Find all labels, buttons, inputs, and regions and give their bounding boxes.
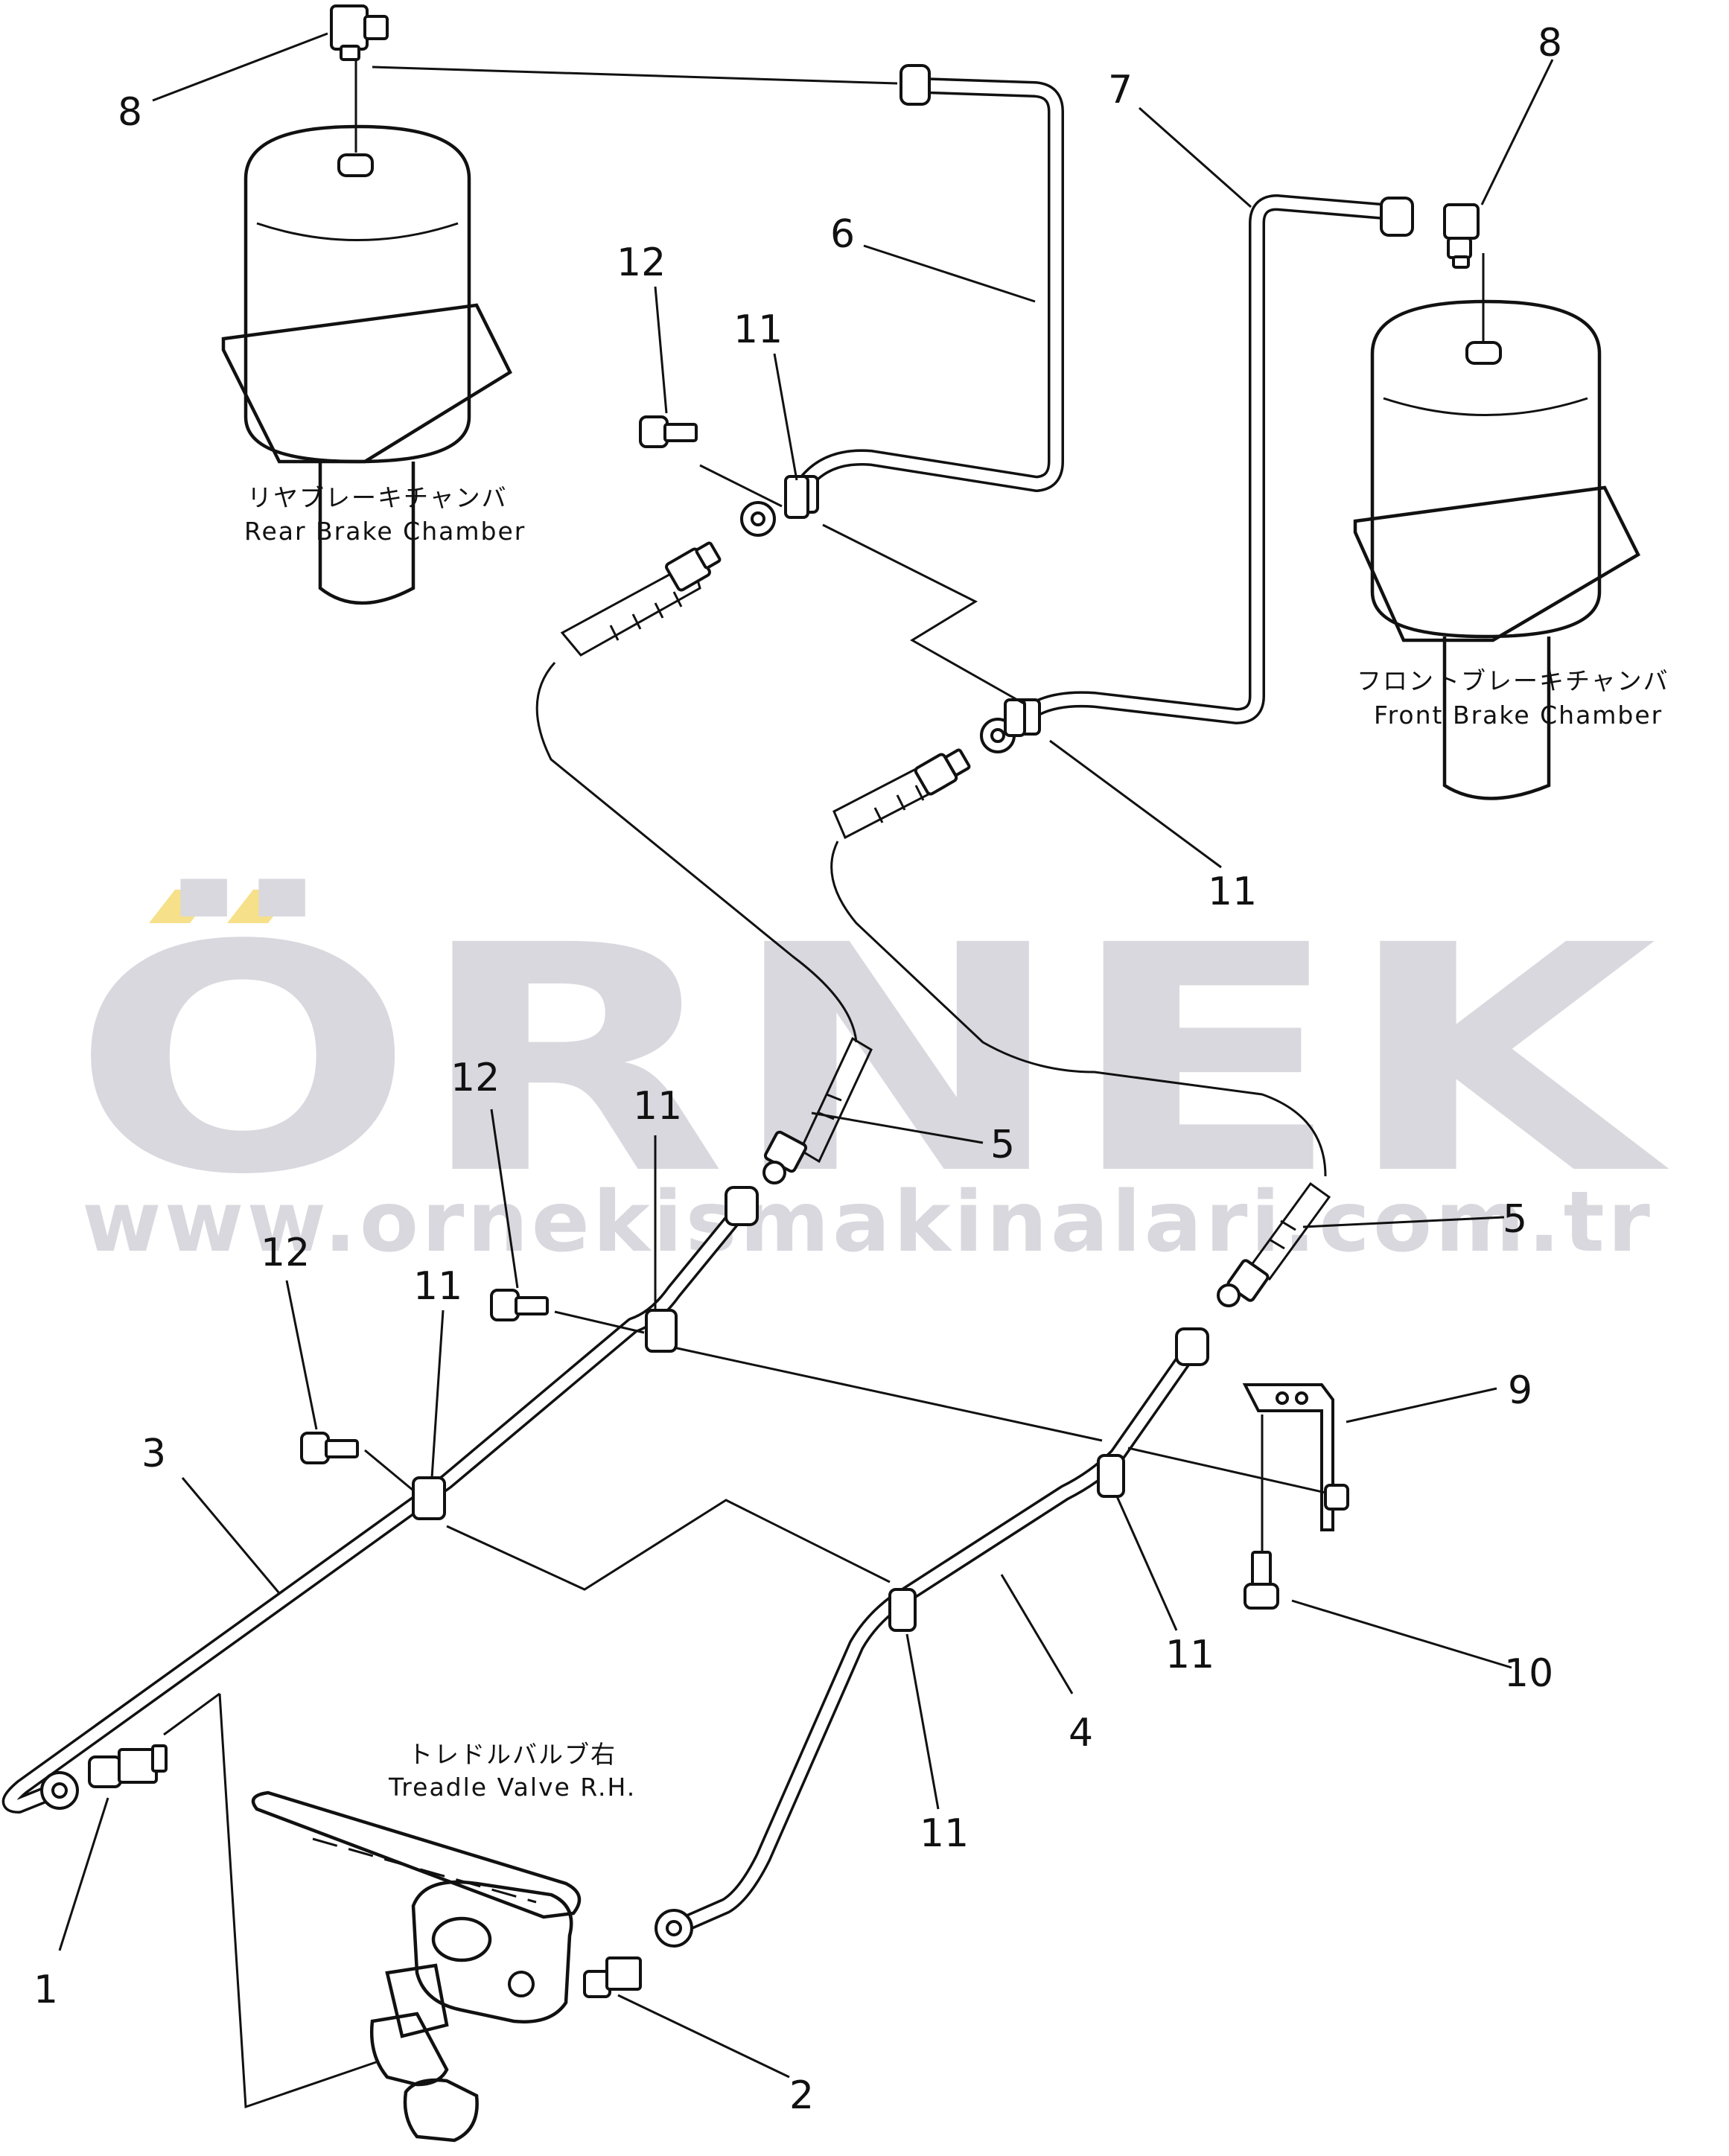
callout-5-left: 5	[990, 1123, 1015, 1167]
callout-12-middle: 12	[450, 1056, 500, 1100]
rear-chamber-seam	[256, 222, 459, 241]
elbow-fitting-front	[1443, 203, 1480, 269]
treadle-valve: トレドルバルブ右 Treadle Valve R.H.	[251, 1740, 636, 2143]
pipe-6-top-nut	[899, 64, 931, 106]
elbow-fitting-rear	[330, 4, 389, 61]
clamp-11-top-left	[784, 475, 809, 519]
callouts: 8 8 7 6 12 11 11 12 11 5 5 12 11 3 9 11 …	[34, 21, 1562, 2118]
callout-11-front: 11	[1208, 870, 1257, 914]
callout-11-top: 11	[733, 307, 783, 352]
rear-chamber-label-jp: リヤブレーキチャンバ	[247, 483, 508, 512]
callout-11-lower: 11	[920, 1811, 969, 1856]
front-chamber-label-jp: フロントブレーキチャンバ	[1357, 666, 1669, 695]
pipe-3-end-nut	[40, 1771, 79, 1810]
hose-5-right	[830, 748, 1331, 1307]
rear-brake-chamber: リヤブレーキチャンバ Rear Brake Chamber	[221, 60, 526, 605]
treadle-pedal	[251, 1790, 582, 1919]
treadle-label-en: Treadle Valve R.H.	[388, 1773, 636, 1802]
callout-11-mid: 11	[633, 1084, 682, 1129]
callout-8-rear: 8	[118, 90, 142, 135]
bracket-9	[1242, 1383, 1349, 1531]
rear-chamber-bracket	[221, 303, 512, 464]
clamp-11-lower	[888, 1588, 917, 1632]
fitting-1	[88, 1744, 168, 1788]
callout-9: 9	[1508, 1368, 1532, 1413]
callout-8-front: 8	[1538, 21, 1562, 66]
bolt-12-middle	[490, 1289, 549, 1321]
front-chamber-port	[1465, 341, 1502, 365]
callout-1: 1	[34, 1968, 58, 2012]
callout-4: 4	[1069, 1711, 1093, 1755]
front-chamber-seam	[1383, 397, 1588, 416]
front-chamber-body	[1370, 299, 1602, 639]
front-chamber-bracket	[1353, 485, 1640, 642]
pipe-7	[1012, 194, 1401, 729]
bolt-12-left	[300, 1432, 359, 1464]
pipe-6	[796, 77, 1064, 492]
watermark: ÖRNEK www.ornekismakinalari.com.tr	[71, 876, 1672, 1271]
pipe-4-top-nut	[1175, 1327, 1209, 1366]
clamp-11-mid	[645, 1309, 678, 1353]
fitting-2	[583, 1956, 642, 1998]
clamp-11-right	[1097, 1454, 1125, 1498]
watermark-accent-right	[227, 890, 294, 923]
callout-3: 3	[141, 1432, 166, 1476]
clamp-11-left	[412, 1476, 446, 1520]
front-brake-chamber: フロントブレーキチャンバ Front Brake Chamber	[1353, 253, 1669, 800]
rear-chamber-port	[337, 153, 374, 177]
mounting-lines	[163, 66, 1326, 2109]
watermark-accent-left	[149, 890, 216, 923]
bolt-12-top	[639, 415, 698, 448]
callout-11-right: 11	[1165, 1633, 1214, 1677]
front-chamber-label-en: Front Brake Chamber	[1374, 701, 1663, 730]
front-chamber-rod	[1442, 637, 1551, 800]
callout-10: 10	[1504, 1651, 1553, 1696]
pipe-7-end-nut	[1380, 197, 1414, 237]
callout-12-top: 12	[617, 240, 666, 285]
pipe-3-top-nut	[725, 1186, 759, 1226]
callout-6: 6	[830, 212, 855, 257]
clamp-11-top-right	[1004, 698, 1026, 737]
hose-5-left	[535, 541, 873, 1184]
callout-2: 2	[789, 2073, 814, 2118]
treadle-ports	[385, 1963, 449, 2038]
bolt-10	[1244, 1551, 1279, 1610]
callout-12-left: 12	[261, 1231, 310, 1275]
pipe-4-end-nut	[655, 1909, 693, 1948]
rear-chamber-rod	[318, 462, 415, 605]
treadle-label-jp: トレドルバルブ右	[408, 1740, 617, 1769]
callout-11-left: 11	[413, 1264, 462, 1309]
treadle-body	[411, 1880, 573, 2023]
rear-chamber-label-en: Rear Brake Chamber	[244, 517, 526, 546]
callout-7: 7	[1108, 68, 1133, 112]
leader-lines	[58, 32, 1554, 2079]
callout-5-right: 5	[1503, 1197, 1527, 1242]
rear-chamber-body	[243, 124, 471, 464]
